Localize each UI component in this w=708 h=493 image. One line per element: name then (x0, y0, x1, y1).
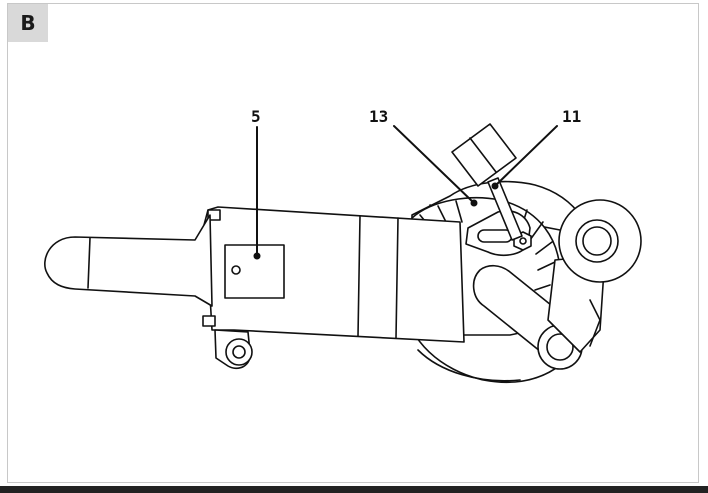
leader-line-13 (393, 125, 475, 204)
callout-11: 11 (562, 107, 582, 126)
lever (487, 177, 523, 241)
panel-label: B (8, 4, 48, 42)
leader-dot-11 (491, 182, 499, 190)
leader-line-11 (494, 125, 558, 187)
callout-5: 5 (251, 107, 261, 126)
top-block (451, 123, 517, 187)
handle-grip (44, 214, 213, 307)
bottom-switch (214, 329, 253, 370)
figure-frame (7, 3, 699, 483)
lower-roller-arm (472, 264, 583, 370)
bottom-bar (0, 486, 708, 493)
motor-housing (194, 206, 465, 343)
right-roller (547, 199, 642, 353)
leader-dot-13 (470, 199, 478, 207)
leader-dot-5 (253, 252, 261, 260)
callout-13: 13 (369, 107, 389, 126)
